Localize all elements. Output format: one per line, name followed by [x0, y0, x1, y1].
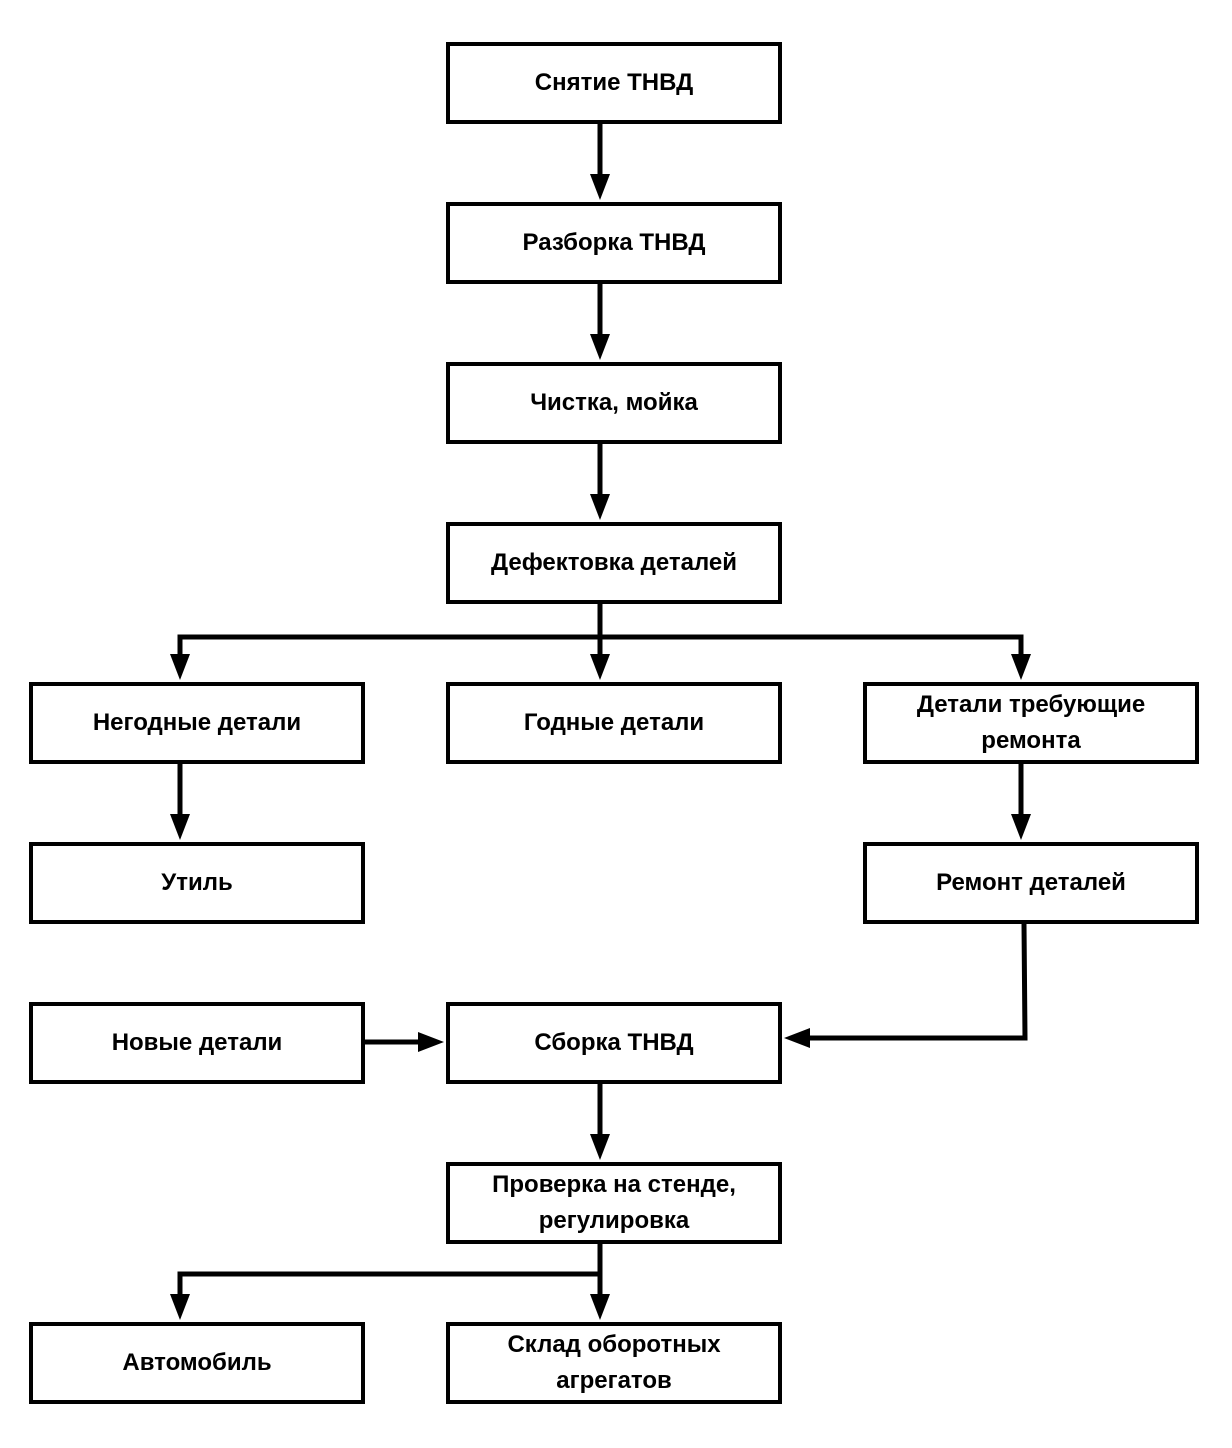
node-defektovka-detaley: Дефектовка деталей [446, 522, 782, 604]
arrowhead-razborka [590, 174, 610, 200]
node-razborka-tnvd: Разборка ТНВД [446, 202, 782, 284]
node-sborka-tnvd: Сборка ТНВД [446, 1002, 782, 1084]
node-godnye-detali: Годные детали [446, 682, 782, 764]
arrowhead-util [170, 814, 190, 840]
node-label: Детали требующие ремонта [916, 691, 1146, 754]
arrowhead-godnye [590, 654, 610, 680]
node-label: Сборка ТНВД [534, 1029, 694, 1056]
node-label: Новые детали [111, 1029, 283, 1056]
node-avtomobil: Автомобиль [29, 1322, 365, 1404]
arrowhead-sklad [590, 1294, 610, 1320]
node-label: Склад оборотных агрегатов [507, 1331, 721, 1394]
node-novye-detali: Новые детали [29, 1002, 365, 1084]
node-remont-detaley: Ремонт деталей [863, 842, 1199, 924]
node-label: Автомобиль [122, 1349, 272, 1376]
node-label: Утиль [161, 869, 233, 896]
node-label: Чистка, мойка [530, 389, 698, 416]
node-util: Утиль [29, 842, 365, 924]
node-label: Годные детали [523, 709, 705, 736]
node-label: Дефектовка деталей [490, 549, 738, 576]
arrowhead-chistka [590, 334, 610, 360]
arrowhead-negodnye [170, 654, 190, 680]
node-proverka-na-stende: Проверка на стенде, регулировка [446, 1162, 782, 1244]
node-label: Негодные детали [92, 709, 302, 736]
arrowhead-remont [1011, 814, 1031, 840]
connector-remont-sborka [803, 921, 1028, 1041]
node-negodnye-detali: Негодные детали [29, 682, 365, 764]
arrowhead-sborka-right [784, 1028, 810, 1048]
node-sklad-oborotnykh-agregatov: Склад оборотных агрегатов [446, 1322, 782, 1404]
arrowhead-trebuyushchie [1011, 654, 1031, 680]
node-detali-trebuyushchie-remonta: Детали требующие ремонта [863, 682, 1199, 764]
node-label: Ремонт деталей [936, 869, 1126, 896]
node-snyatie-tnvd: Снятие ТНВД [446, 42, 782, 124]
arrowhead-avtomobil [170, 1294, 190, 1320]
node-label: Проверка на стенде, регулировка [492, 1171, 736, 1234]
node-chistka-moyka: Чистка, мойка [446, 362, 782, 444]
arrowhead-sborka-left [418, 1032, 444, 1052]
arrowhead-proverka [590, 1134, 610, 1160]
arrowhead-defektovka [590, 494, 610, 520]
node-label: Снятие ТНВД [534, 69, 694, 96]
node-label: Разборка ТНВД [522, 229, 706, 256]
